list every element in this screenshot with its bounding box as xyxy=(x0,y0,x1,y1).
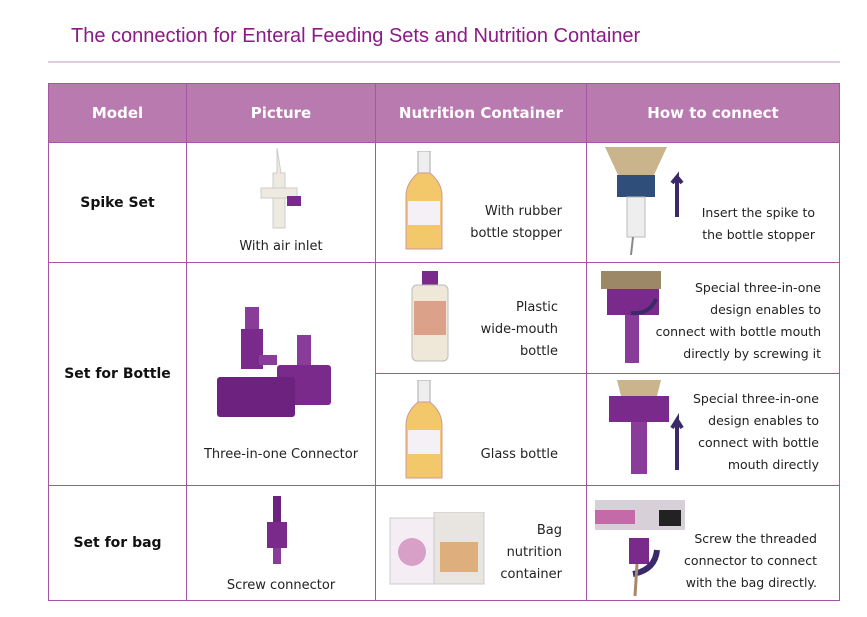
container-bottle-b: Glass bottle xyxy=(375,373,587,486)
spike-connector-icon xyxy=(260,148,301,229)
header-model: Model xyxy=(48,83,187,143)
three-in-one-connector-icon xyxy=(217,307,331,417)
picture-caption: Screw connector xyxy=(226,578,336,593)
header-picture: Picture xyxy=(186,83,376,143)
picture-bag: Screw connector xyxy=(186,485,376,601)
page-title: The connection for Enteral Feeding Sets … xyxy=(71,25,641,47)
picture-caption: Three-in-one Connector xyxy=(203,447,359,462)
screw-connect-illustration-icon xyxy=(601,271,661,363)
header-how: How to connect xyxy=(586,83,840,143)
bag-screw-illustration-icon xyxy=(595,500,685,597)
model-set-for-bottle: Set for Bottle xyxy=(48,262,187,486)
model-spike-set: Spike Set xyxy=(48,142,187,263)
picture-caption: With air inlet xyxy=(239,239,323,254)
header-container: Nutrition Container xyxy=(375,83,587,143)
screw-connector-icon xyxy=(267,496,287,564)
picture-bottle: Three-in-one Connector xyxy=(186,262,376,486)
plastic-bottle-icon xyxy=(411,271,449,362)
spike-insert-illustration-icon xyxy=(605,147,684,256)
push-connect-illustration-icon xyxy=(609,380,684,474)
container-text: Glass bottle xyxy=(480,447,558,462)
divider xyxy=(48,61,840,63)
glass-bottle-icon xyxy=(405,151,443,250)
picture-spike: With air inlet xyxy=(186,142,376,263)
model-set-for-bag: Set for bag xyxy=(48,485,187,601)
glass-bottle-icon xyxy=(405,380,443,479)
nutrition-bag-icon xyxy=(389,512,485,585)
